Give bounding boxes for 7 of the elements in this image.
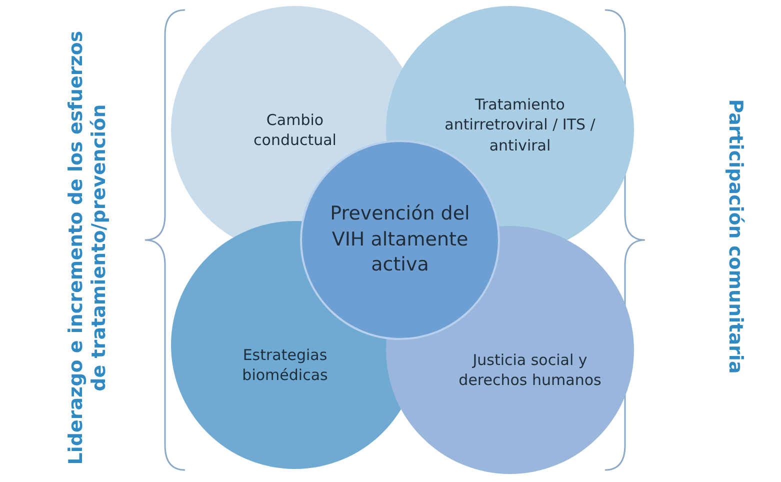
side-heading: Liderazgo e incremento de los esfuerzos de tratamiento/prevención — [65, 30, 111, 467]
circle-label: Tratamiento antirretroviral / ITS / antiviral — [444, 94, 596, 156]
side-heading: Participación comunitaria — [724, 98, 746, 376]
circle-label: Cambio conductual — [252, 110, 338, 150]
circle-label: Justicia social y derechos humanos — [458, 350, 602, 390]
circle-label: Estrategias biomédicas — [241, 344, 329, 386]
circle-label: Prevención del VIH altamente activa — [329, 202, 471, 278]
